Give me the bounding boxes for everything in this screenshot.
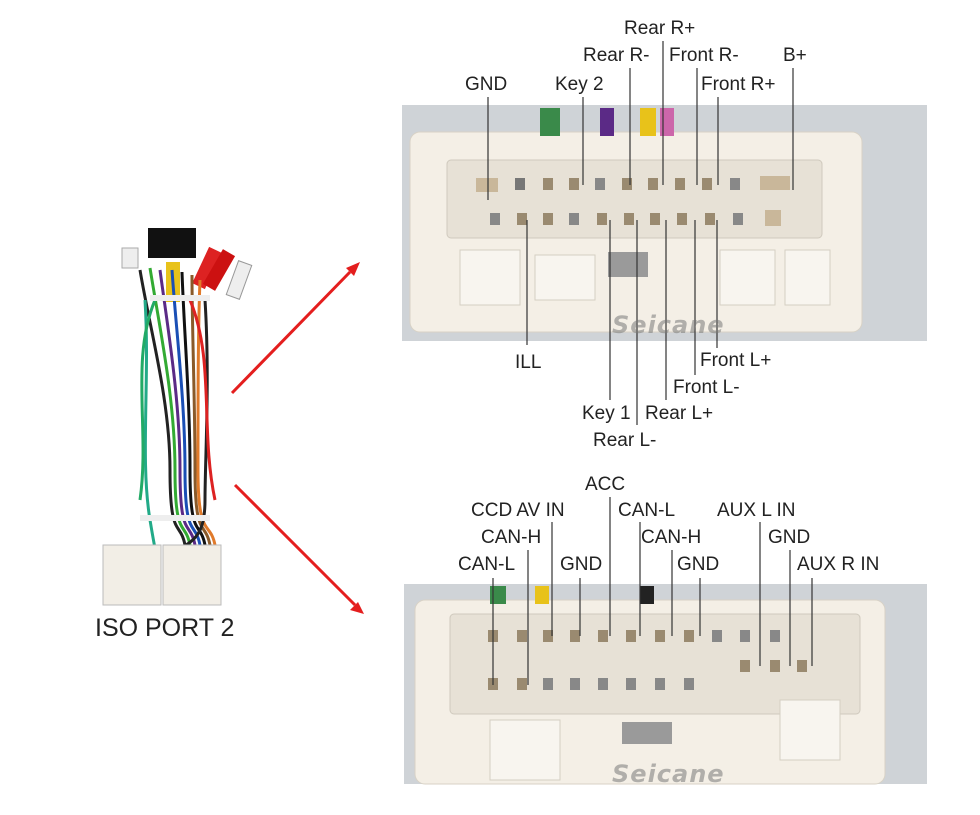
rca-white-plug	[225, 260, 253, 300]
label-b-plus: B+	[783, 45, 807, 66]
label-can-l-top: CAN-L	[618, 500, 676, 521]
label-can-h-left: CAN-H	[481, 527, 542, 548]
bottom-latch-1	[489, 719, 561, 781]
zip-tie-1	[150, 295, 210, 301]
pointer-arrows	[230, 262, 364, 614]
label-rear-l-plus: Rear L+	[645, 403, 714, 424]
label-front-r-plus: Front R+	[701, 74, 776, 95]
top-wire-purple	[600, 108, 614, 136]
top-latch-3	[719, 249, 776, 306]
arrow-to-top-connector	[230, 270, 352, 395]
bottom-connector-photo	[404, 584, 927, 785]
bottom-key-slot	[622, 722, 672, 744]
label-key-2: Key 2	[555, 74, 604, 95]
label-front-r-minus: Front R-	[669, 45, 739, 66]
bottom-wire-yellow	[535, 586, 549, 604]
top-key-slot	[608, 252, 648, 277]
label-gnd-middle: GND	[677, 554, 720, 575]
arrow-head-top	[346, 262, 360, 276]
label-ccd-av-in: CCD AV IN	[471, 500, 565, 521]
harness-black-plug	[148, 228, 196, 258]
rca-red-plug-2	[202, 249, 236, 291]
label-rear-l-minus: Rear L-	[593, 430, 657, 451]
top-latch-1	[459, 249, 521, 306]
wire-bundle	[138, 267, 217, 556]
wiring-harness-image	[102, 228, 253, 606]
label-key-1: Key 1	[582, 403, 631, 424]
top-latch-2	[534, 254, 596, 301]
top-wire-green	[540, 108, 560, 136]
top-latch-4	[784, 249, 831, 306]
harness-small-plug	[121, 247, 139, 269]
label-rear-r-minus: Rear R-	[583, 45, 650, 66]
label-can-h-right: CAN-H	[641, 527, 702, 548]
bottom-latch-2	[779, 699, 841, 761]
label-gnd-left: GND	[560, 554, 603, 575]
label-acc: ACC	[585, 474, 626, 495]
bottom-wire-black	[640, 586, 654, 604]
label-ill: ILL	[515, 352, 542, 373]
arrow-to-bottom-connector	[233, 483, 357, 607]
harness-white-connector-1	[102, 544, 162, 606]
label-gnd: GND	[465, 74, 508, 95]
bottom-leader-lines	[492, 497, 813, 685]
top-pin-row-1	[476, 176, 790, 192]
label-aux-r-in: AUX R IN	[797, 554, 880, 575]
top-wire-pink	[660, 108, 674, 136]
label-gnd-right-top: GND	[768, 527, 811, 548]
top-leader-lines	[487, 41, 794, 425]
harness-white-connector-2	[162, 544, 222, 606]
label-rear-r-plus: Rear R+	[624, 18, 696, 39]
top-wire-yellow	[640, 108, 656, 136]
label-can-l-left: CAN-L	[458, 554, 516, 575]
top-connector-photo	[402, 105, 927, 341]
bottom-watermark: Seicane	[612, 760, 725, 788]
top-pin-row-2	[490, 210, 781, 226]
bottom-wire-green	[490, 586, 506, 604]
harness-caption: ISO PORT 2	[95, 614, 235, 642]
label-front-l-plus: Front L+	[700, 350, 772, 371]
top-watermark: Seicane	[612, 311, 725, 339]
rca-red-plug-1	[192, 246, 222, 290]
arrow-head-bottom	[350, 602, 364, 614]
zip-tie-2	[140, 515, 210, 521]
top-connector-socket	[446, 159, 823, 239]
label-front-l-minus: Front L-	[673, 377, 740, 398]
label-aux-l-in: AUX L IN	[717, 500, 796, 521]
